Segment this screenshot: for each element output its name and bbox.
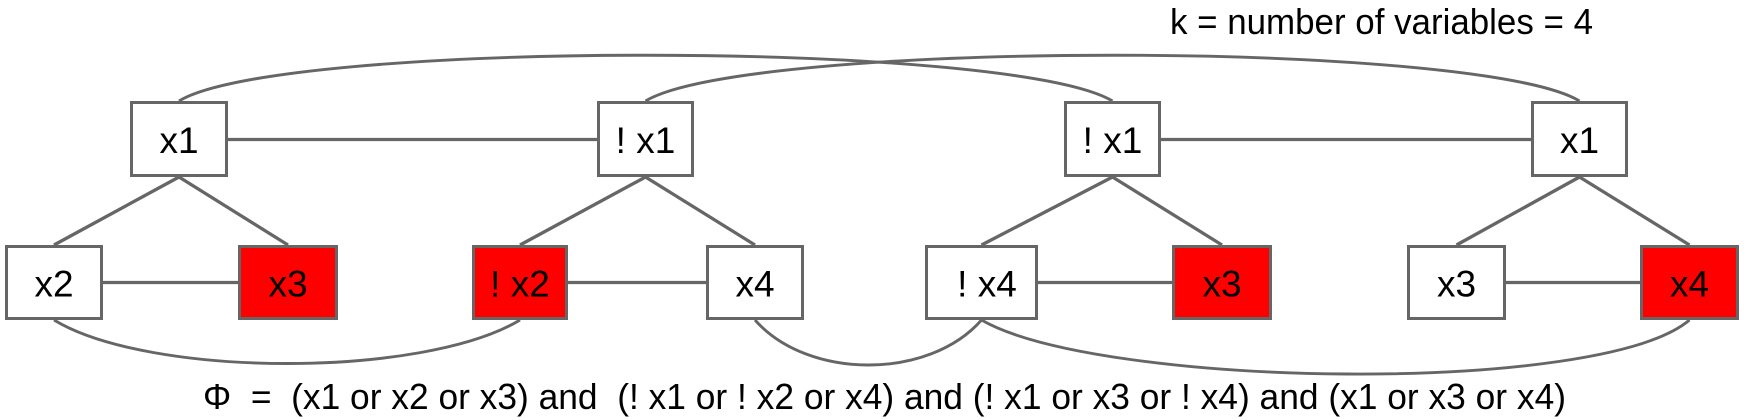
svg-text:! x4: ! x4 [957,264,1017,305]
svg-text:x3: x3 [268,264,307,305]
svg-text:Φ = (x1 or x2 or x3) and (!: Φ = (x1 or x2 or x3) and (! x1 or ! x2 o… [203,376,1566,417]
svg-text:x1: x1 [1560,120,1599,161]
svg-text:x3: x3 [1202,264,1241,305]
svg-text:k = number of variables = 4: k = number of variables = 4 [1170,1,1593,42]
svg-text:! x2: ! x2 [490,264,550,305]
svg-text:! x1: ! x1 [1083,120,1143,161]
svg-text:x4: x4 [735,264,774,305]
svg-text:x3: x3 [1437,264,1476,305]
svg-text:x4: x4 [1670,264,1709,305]
svg-text:! x1: ! x1 [616,120,676,161]
svg-text:x2: x2 [34,264,73,305]
svg-text:x1: x1 [159,120,198,161]
